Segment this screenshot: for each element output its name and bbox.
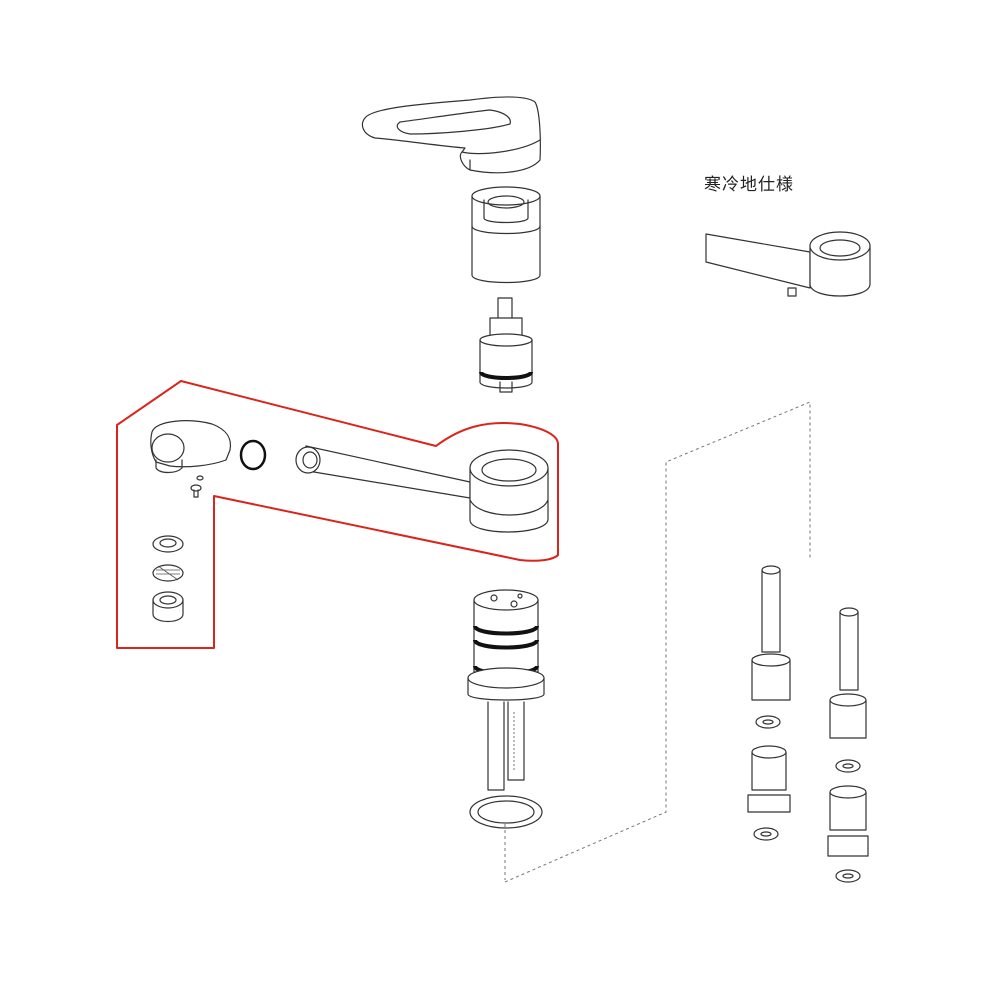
handle-cap: [471, 186, 541, 284]
cold-region-spout: [705, 231, 871, 297]
lever-handle: [361, 96, 541, 174]
aerator-parts: [152, 535, 184, 623]
base-washer: [469, 795, 543, 829]
supply-hose-left: [747, 565, 791, 841]
spout-pipe: [295, 445, 549, 533]
cartridge: [479, 297, 533, 393]
highlight-outline: [116, 380, 559, 649]
cold-region-variant-label: 寒冷地仕様: [704, 175, 794, 195]
supply-dashed-line-left: [504, 401, 811, 883]
main-body: [467, 589, 545, 791]
spout-oring: [239, 439, 267, 471]
spout-head: [150, 420, 232, 481]
set-screw: [190, 484, 202, 498]
supply-hose-right: [827, 607, 869, 883]
